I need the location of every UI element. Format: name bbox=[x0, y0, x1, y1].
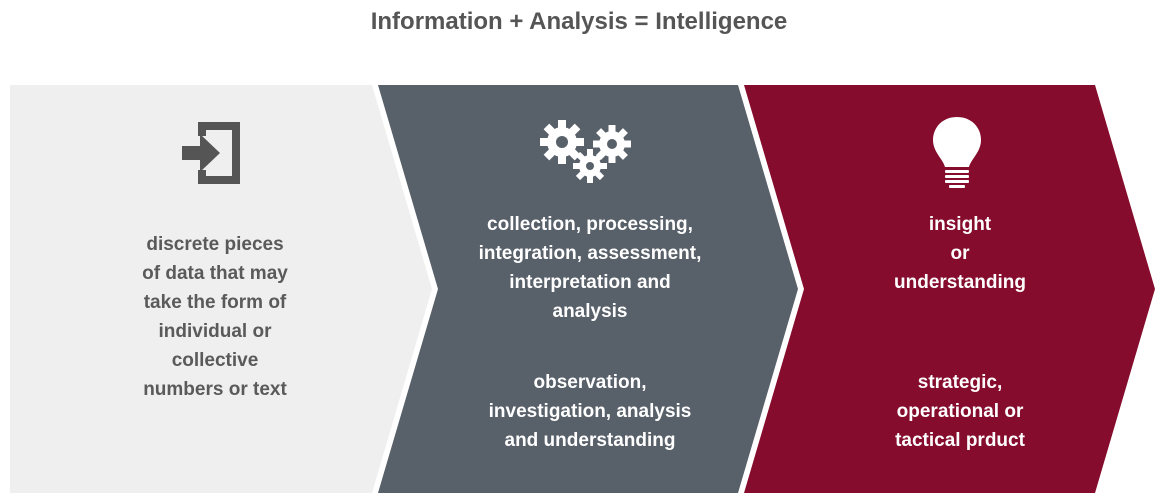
stage-intelligence-outcome-text: insight or understanding bbox=[894, 214, 1026, 293]
stage-intelligence-product-text: strategic, operational or tactical prduc… bbox=[895, 372, 1025, 451]
stage-information-text: discrete pieces of data that may take th… bbox=[142, 234, 288, 400]
diagram-title: Information + Analysis = Intelligence bbox=[370, 8, 788, 35]
lightbulb-icon bbox=[930, 115, 984, 195]
stage-analysis-process-text: collection, processing, integration, ass… bbox=[478, 214, 702, 322]
stage-intelligence-shape bbox=[744, 85, 1155, 493]
gears-icon bbox=[540, 118, 635, 191]
stage-analysis-shape bbox=[378, 85, 798, 493]
sign-in-icon bbox=[178, 118, 248, 193]
stage-analysis-activity-text: observation, investigation, analysis and… bbox=[488, 372, 692, 451]
stage-information-shape bbox=[10, 85, 432, 493]
